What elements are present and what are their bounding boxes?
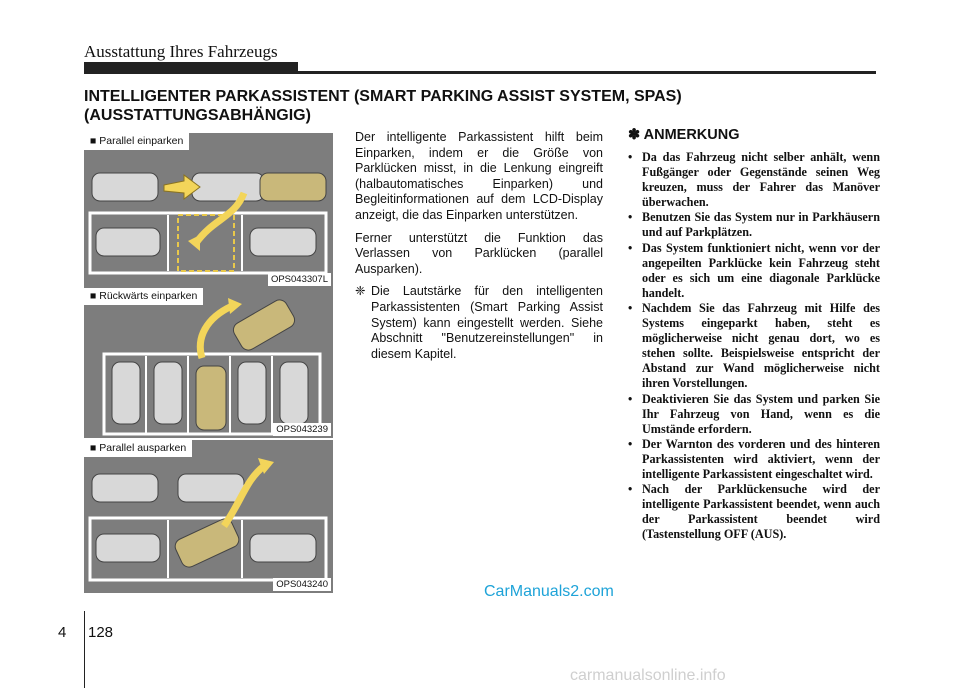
body-paragraph: Der intelligente Parkassistent hilft bei… — [355, 130, 603, 222]
anmerkung-list: • Da das Fahrzeug nicht selber anhält, we… — [628, 150, 880, 542]
bullet: • — [628, 240, 633, 255]
anmerkung-title: ✽ ANMERKUNG — [628, 127, 740, 143]
list-item: • Da das Fahrzeug nicht selber anhält, we… — [628, 150, 880, 210]
list-item-text: Der Warnton des vorderen und des hintere… — [642, 436, 880, 481]
figure-parallel-ausparken: ■ Parallel ausparken OPS043240 — [84, 440, 333, 593]
list-item: • Deaktivieren Sie das System und parken … — [628, 392, 880, 437]
note-symbol: ❈ — [355, 284, 366, 299]
bullet: • — [628, 300, 633, 315]
bullet: • — [628, 482, 633, 497]
header-title: Ausstattung Ihres Fahrzeugs — [84, 42, 278, 61]
bullet: • — [628, 150, 633, 164]
figure-label: ■ Parallel einparken — [84, 133, 190, 150]
figure-label: ■ Rückwärts einparken — [84, 288, 204, 305]
section-title-line1: INTELLIGENTER PARKASSISTENT (SMART PARKI… — [84, 88, 682, 105]
body-paragraph: Ferner unterstützt die Funktion das Verl… — [355, 230, 603, 276]
list-item-text: Benutzen Sie das System nur in Parkhäuse… — [642, 210, 880, 240]
watermark-link[interactable]: CarManuals2.com — [484, 583, 614, 600]
bottom-watermark: carmanualsonline.info — [570, 667, 726, 684]
parallel-exit-illustration — [84, 440, 333, 593]
parallel-parking-illustration — [84, 133, 333, 288]
page-number: 128 — [88, 624, 114, 641]
list-item: • Benutzen Sie das System nur in Parkhäus… — [628, 210, 880, 240]
figure-code: OPS043239 — [273, 423, 331, 436]
list-item: • Der Warnton des vorderen und des hinter… — [628, 437, 880, 482]
list-item-text: Deaktivieren Sie das System und parken S… — [642, 391, 880, 436]
figure-label: ■ Parallel ausparken — [84, 440, 193, 457]
header-tab-bar — [84, 62, 298, 71]
figure-code: OPS043240 — [273, 578, 331, 591]
section-title: INTELLIGENTER PARKASSISTENT (SMART PARKI… — [84, 87, 884, 125]
list-item-text: Das System funktioniert nicht, wenn vor … — [642, 240, 880, 300]
footer-divider — [84, 611, 85, 688]
list-item-text: Nachdem Sie das Fahrzeug mit Hilfe des S… — [642, 300, 880, 391]
figure-parallel-einparken: ■ Parallel einparken OPS043307L — [84, 133, 333, 288]
volume-note: ❈ Die Lautstärke für den intelligenten P… — [355, 284, 603, 362]
note-text: Die Lautstärke für den intelligenten Par… — [371, 284, 603, 361]
bullet: • — [628, 436, 633, 451]
reverse-parking-illustration — [84, 288, 333, 438]
list-item: • Nach der Parklückensuche wird der intel… — [628, 482, 880, 542]
section-title-line2: (AUSSTATTUNGSABHÄNGIG) — [84, 107, 311, 124]
body-text: Der intelligente Parkassistent hilft bei… — [355, 130, 603, 362]
list-item: • Das System funktioniert nicht, wenn vor… — [628, 241, 880, 301]
list-item-text: Nach der Parklückensuche wird der intell… — [642, 482, 880, 542]
list-item: • Nachdem Sie das Fahrzeug mit Hilfe des … — [628, 301, 880, 392]
bullet: • — [628, 391, 633, 406]
header-rule — [84, 71, 876, 74]
figure-code: OPS043307L — [267, 273, 331, 286]
chapter-number: 4 — [58, 624, 67, 641]
bullet: • — [628, 210, 633, 225]
list-item-text: Da das Fahrzeug nicht selber anhält, wen… — [642, 150, 880, 210]
figure-rueckwaerts-einparken: ■ Rückwärts einparken OPS043239 — [84, 288, 333, 438]
